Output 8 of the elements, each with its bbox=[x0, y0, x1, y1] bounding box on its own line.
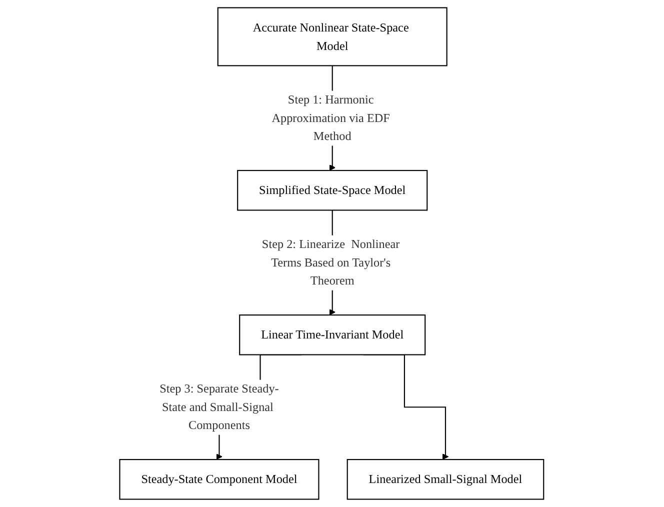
node-box: Simplified State-Space Model bbox=[237, 170, 428, 211]
node-box: Linearized Small-Signal Model bbox=[347, 459, 544, 500]
edge-label: Step 2: Linearize Nonlinear Terms Based on Taylor's Theorem bbox=[262, 237, 400, 288]
node-box: Steady-State Component Model bbox=[120, 459, 320, 500]
node-box: Linear Time-Invariant Model bbox=[239, 314, 426, 356]
edge-label: Step 3: Separate Steady-State and Small-Signal Components bbox=[160, 382, 280, 432]
edge-label: Step 1: Harmonic Approximation via EDF Method bbox=[272, 92, 390, 143]
node-box: Accurate Nonlinear State-Space Model bbox=[218, 7, 448, 66]
